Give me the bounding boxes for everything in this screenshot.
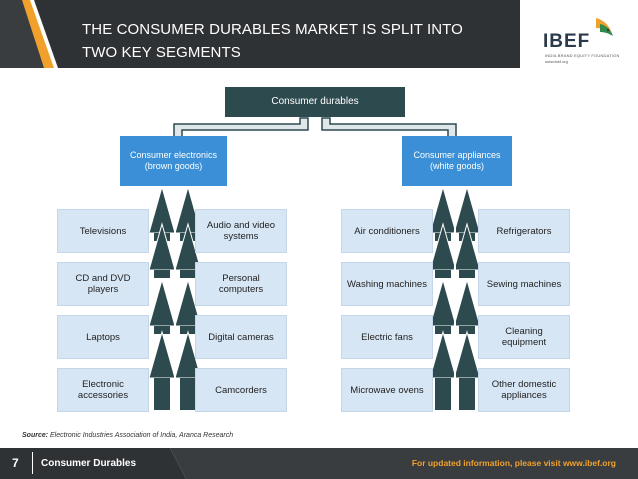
logo-url: www.ibef.org	[545, 59, 568, 64]
logo-tagline: INDIA BRAND EQUITY FOUNDATION	[545, 53, 620, 58]
arrow-shaft	[154, 326, 170, 334]
footer-link[interactable]: For updated information, please visit ww…	[411, 458, 616, 468]
leaf-item: Refrigerators	[478, 209, 570, 253]
footer-title: Consumer Durables	[41, 458, 137, 469]
source-note: Source: Electronic Industries Associatio…	[22, 432, 233, 439]
arrowhead-icon	[148, 278, 176, 327]
leaf-item: Laptops	[57, 315, 149, 359]
leaf-item: Digital cameras	[195, 315, 287, 359]
leaf-item: Washing machines	[341, 262, 433, 306]
arrow-shaft	[459, 270, 475, 278]
arrow-shaft	[459, 326, 475, 334]
source-text: Electronic Industries Association of Ind…	[50, 432, 234, 439]
segment-consumer-electronics: Consumer electronics (brown goods)	[120, 136, 227, 186]
leaf-item: Camcorders	[195, 368, 287, 412]
title-line-2: TWO KEY SEGMENTS	[82, 44, 241, 61]
arrow-base	[435, 378, 451, 410]
page-title: THE CONSUMER DURABLES MARKET IS SPLIT IN…	[82, 18, 512, 64]
arrow-base	[459, 378, 475, 410]
footer-banner	[0, 448, 638, 479]
ibef-logo-icon	[596, 18, 613, 36]
leaf-item: CD and DVD players	[57, 262, 149, 306]
leaf-item: Electric fans	[341, 315, 433, 359]
bracket-left	[173, 117, 309, 138]
root-node-consumer-durables: Consumer durables	[225, 87, 405, 117]
arrow-base	[180, 378, 196, 410]
leaf-item: Microwave ovens	[341, 368, 433, 412]
arrow-base	[154, 378, 170, 410]
segment-sublabel: (brown goods)	[144, 161, 203, 171]
leaf-item: Personal computers	[195, 262, 287, 306]
leaf-item: Televisions	[57, 209, 149, 253]
leaf-item: Cleaning equipment	[478, 315, 570, 359]
arrowhead-icon	[148, 330, 176, 379]
leaf-item: Air conditioners	[341, 209, 433, 253]
title-line-1: THE CONSUMER DURABLES MARKET IS SPLIT IN…	[82, 21, 463, 38]
arrow-shaft	[435, 326, 451, 334]
arrowhead-icon	[429, 330, 457, 379]
leaf-item: Audio and video systems	[195, 209, 287, 253]
segment-label: Consumer electronics	[129, 150, 218, 160]
page-number: 7	[12, 456, 19, 470]
arrow-shaft	[180, 326, 196, 334]
leaf-item: Other domestic appliances	[478, 368, 570, 412]
bracket-right	[321, 117, 457, 138]
arrow-shaft	[435, 270, 451, 278]
arrowhead-icon	[429, 278, 457, 327]
segment-label: Consumer appliances	[413, 150, 501, 160]
logo-text: IBEF	[543, 31, 591, 52]
footer-divider	[32, 452, 33, 474]
leaf-item: Electronic accessories	[57, 368, 149, 412]
header-banner	[0, 0, 520, 68]
source-label: Source:	[22, 432, 49, 439]
arrow-shaft	[180, 270, 196, 278]
arrowhead-icon	[453, 278, 481, 327]
arrowhead-icon	[453, 330, 481, 379]
segment-consumer-appliances: Consumer appliances (white goods)	[402, 136, 512, 186]
segment-sublabel: (white goods)	[429, 161, 484, 171]
leaf-item: Sewing machines	[478, 262, 570, 306]
arrow-shaft	[154, 270, 170, 278]
